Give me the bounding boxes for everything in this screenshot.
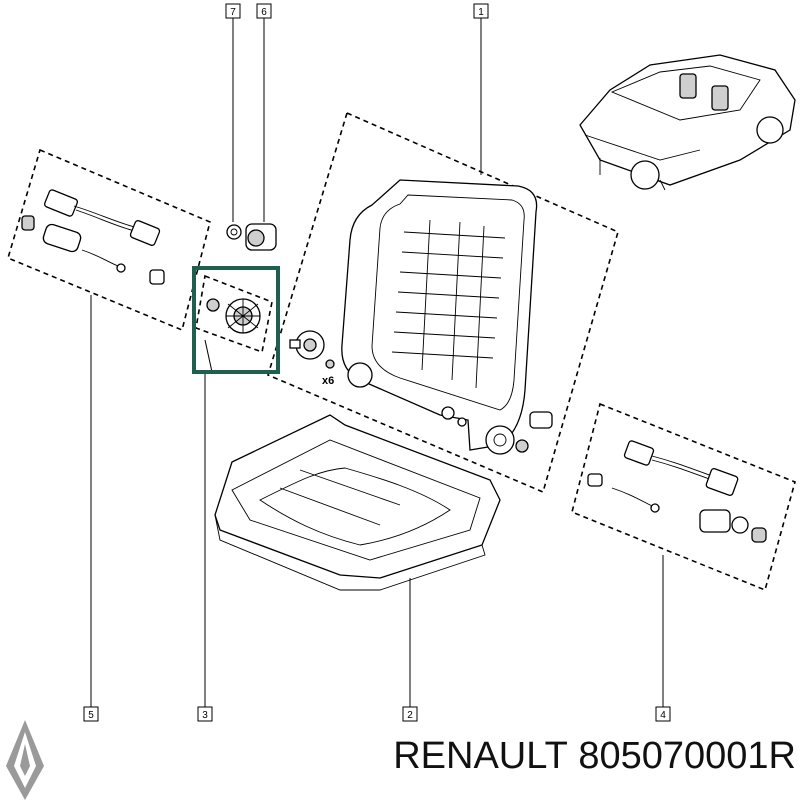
svg-text:2: 2: [407, 710, 413, 721]
part-highlight-frame: [192, 266, 280, 374]
brand-part-number: RENAULT 805070001R: [336, 735, 796, 795]
nut-part-7: [226, 224, 242, 240]
callout-1: 1: [473, 3, 489, 19]
car-illustration: [579, 54, 796, 191]
svg-text:5: 5: [88, 710, 94, 721]
seat-back-frame: [341, 179, 538, 455]
dashed-group-4: [571, 402, 796, 592]
callout-3: 3: [197, 706, 213, 722]
leader-lines: [90, 18, 664, 707]
callout-4: 4: [655, 706, 671, 722]
highlighted-part-3: [192, 266, 280, 374]
seat-base-frame: [214, 414, 501, 591]
cable-assembly-right: [587, 440, 767, 543]
svg-text:3: 3: [202, 710, 208, 721]
svg-text:6: 6: [261, 7, 267, 18]
knob-part-6: [245, 223, 277, 251]
svg-text:4: 4: [660, 710, 666, 721]
cable-assembly-left: [21, 189, 165, 285]
recliner-hardware: x6: [289, 330, 553, 453]
svg-text:7: 7: [230, 7, 236, 18]
callout-7: 7: [225, 3, 241, 19]
callout-6: 6: [256, 3, 272, 19]
dashed-group-5: [7, 148, 211, 332]
callout-5: 5: [83, 706, 99, 722]
dashed-group-1: [267, 111, 619, 494]
brand-name: RENAULT: [393, 735, 568, 777]
callout-2: 2: [402, 706, 418, 722]
part-number: 805070001R: [578, 735, 796, 777]
renault-logo-icon: [6, 720, 44, 800]
quantity-label: x6: [322, 375, 334, 387]
svg-text:1: 1: [478, 7, 484, 18]
